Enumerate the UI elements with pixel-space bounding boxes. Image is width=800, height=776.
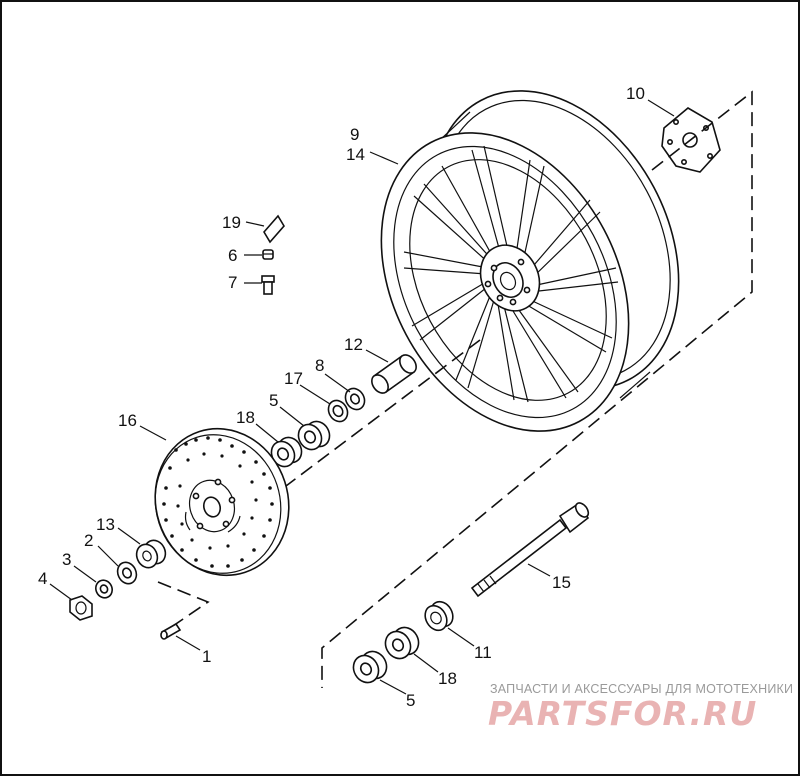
callout-4: 4 [38, 569, 47, 588]
axle-centerline-upper [321, 90, 753, 688]
axle-centerline-lower [157, 581, 210, 629]
callout-13: 13 [96, 515, 115, 534]
part-7-valve-stem [261, 275, 275, 295]
callout-8: 8 [315, 356, 324, 375]
watermark-tagline: ЗАПЧАСТИ И АКСЕССУАРЫ ДЛЯ МОТОТЕХНИКИ [490, 682, 794, 696]
callout-14: 14 [346, 145, 365, 164]
callout-12: 12 [344, 335, 363, 354]
callout-10: 10 [626, 84, 645, 103]
leader-lines [49, 99, 675, 695]
callout-7: 7 [228, 273, 237, 292]
callout-19: 19 [222, 213, 241, 232]
callout-5-lower: 5 [406, 691, 415, 710]
callout-11: 11 [474, 643, 492, 662]
callout-18-lower: 18 [438, 669, 457, 688]
part-19-label [263, 214, 285, 244]
axle-centerline-main [285, 339, 481, 487]
callout-3: 3 [62, 550, 71, 569]
callout-17: 17 [284, 369, 303, 388]
callout-18-upper: 18 [236, 408, 255, 427]
part-18-spacer-upper [270, 436, 303, 468]
part-18-bearing-lower [384, 626, 420, 660]
callout-6: 6 [228, 246, 237, 265]
part-17-bearing [327, 399, 349, 423]
callout-labels: 10 9 14 19 6 7 12 8 17 5 18 16 13 2 3 4 … [38, 84, 645, 710]
part-3-washer [95, 579, 113, 599]
callout-2: 2 [84, 531, 93, 550]
part-8-seal [344, 387, 366, 411]
part-4-nut [69, 595, 93, 621]
part-13-spacer [135, 539, 167, 569]
callout-15: 15 [552, 573, 571, 592]
part-11-spacer [424, 600, 454, 632]
callout-5-upper: 5 [269, 391, 278, 410]
part-15-axle [470, 502, 590, 598]
callout-1: 1 [202, 647, 211, 666]
part-5-bearing-upper [297, 420, 331, 451]
part-2-washer [116, 561, 138, 585]
callout-9: 9 [350, 125, 359, 144]
part-12-spacer-tube [371, 354, 417, 394]
cast-wheel [380, 90, 680, 432]
part-1-bolt [160, 622, 182, 640]
part-6-valve-cap [262, 249, 274, 260]
part-5-bearing-lower [352, 650, 388, 684]
part-16-brake-disc [154, 427, 290, 577]
watermark-logo: PARTSFOR.RU [488, 694, 758, 733]
callout-16: 16 [118, 411, 137, 430]
